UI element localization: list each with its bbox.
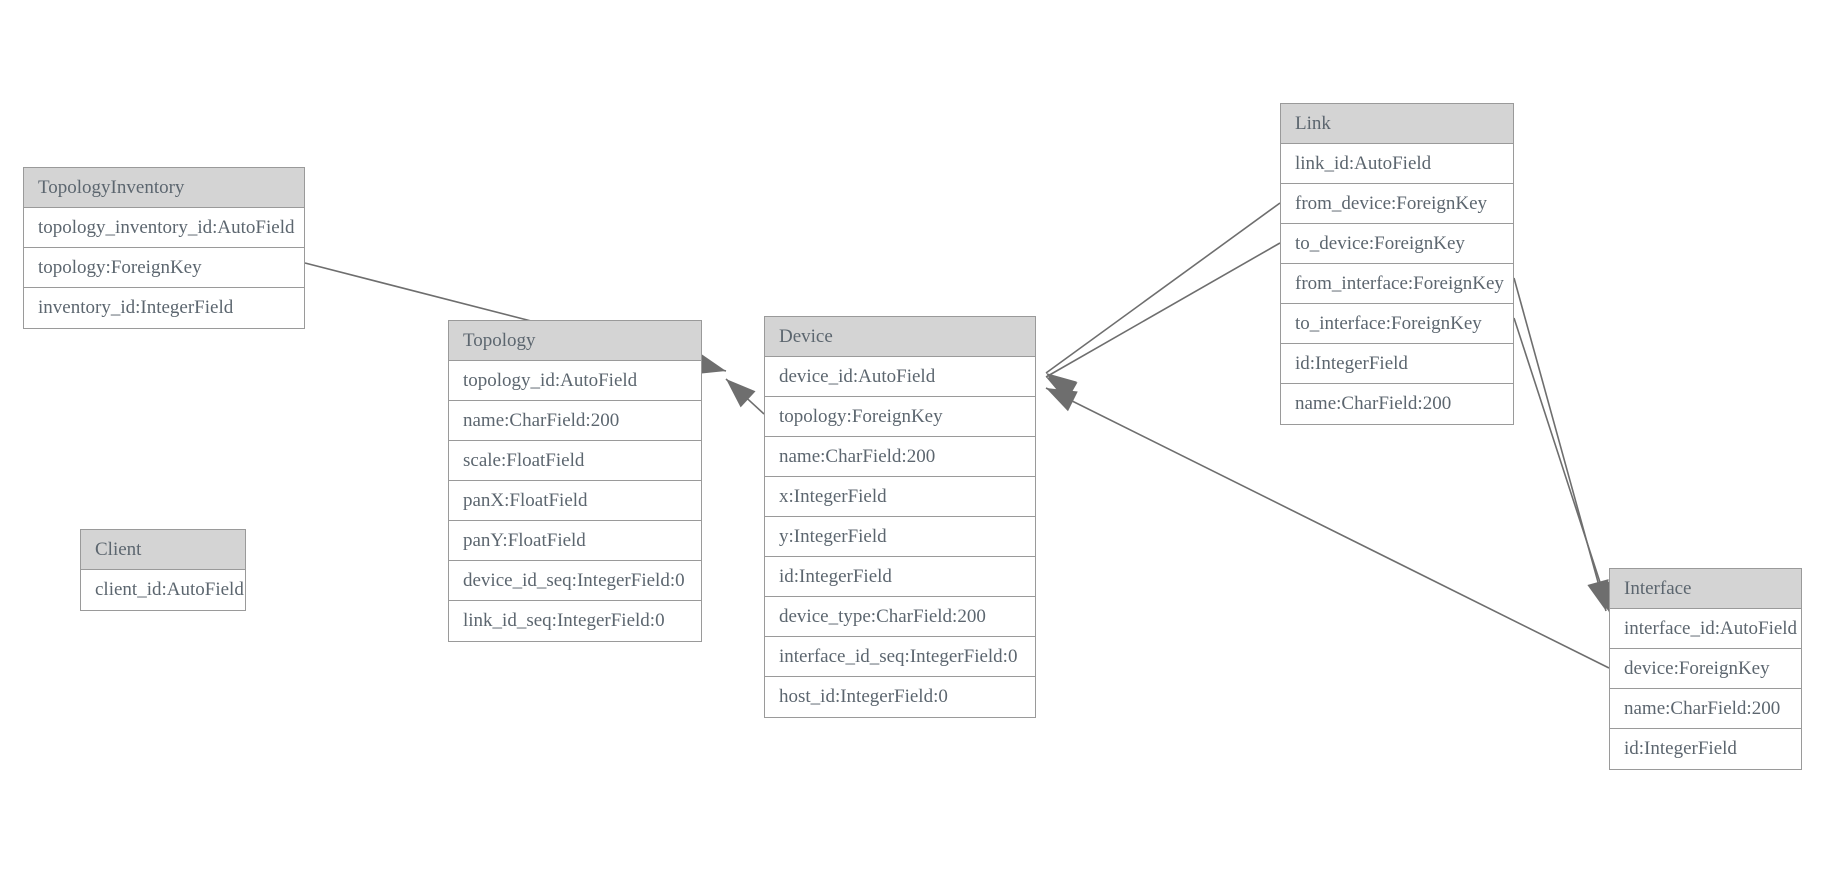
entity-field[interactable]: name:CharField:200 [765,437,1035,477]
relationship-line [1513,277,1607,612]
entity-field[interactable]: host_id:IntegerField:0 [765,677,1035,717]
entity-title-topology: Topology [449,321,701,361]
relationship-line [1045,387,1610,669]
relationship-line [1045,242,1281,378]
entity-field[interactable]: topology:ForeignKey [765,397,1035,437]
entity-field[interactable]: interface_id:AutoField [1610,609,1801,649]
entity-field[interactable]: link_id:AutoField [1281,144,1513,184]
relationship-line [1513,317,1611,614]
entity-field[interactable]: topology_inventory_id:AutoField [24,208,304,248]
entity-field[interactable]: name:CharField:200 [449,401,701,441]
relationship-arrowhead [1046,388,1078,412]
entity-field[interactable]: from_interface:ForeignKey [1281,264,1513,304]
entity-field[interactable]: panX:FloatField [449,481,701,521]
entity-title-link: Link [1281,104,1513,144]
entity-field[interactable]: to_interface:ForeignKey [1281,304,1513,344]
relationship-arrowhead [1046,377,1078,402]
entity-field[interactable]: panY:FloatField [449,521,701,561]
entity-field[interactable]: link_id_seq:IntegerField:0 [449,601,701,641]
entity-title-topology_inventory: TopologyInventory [24,168,304,208]
entity-title-client: Client [81,530,245,570]
entity-field[interactable]: to_device:ForeignKey [1281,224,1513,264]
entity-field[interactable]: device:ForeignKey [1610,649,1801,689]
relationship-arrowhead [726,379,756,408]
entity-field[interactable]: name:CharField:200 [1610,689,1801,729]
relationship-device-topology [725,378,765,415]
relationship-line [725,378,765,415]
entity-field[interactable]: id:IntegerField [765,557,1035,597]
relationship-link-from_interface-interface [1513,277,1609,612]
entity-field[interactable]: from_device:ForeignKey [1281,184,1513,224]
entity-field[interactable]: id:IntegerField [1281,344,1513,384]
entity-field[interactable]: scale:FloatField [449,441,701,481]
entity-field[interactable]: device_id:AutoField [765,357,1035,397]
entity-field[interactable]: topology_id:AutoField [449,361,701,401]
entity-title-interface: Interface [1610,569,1801,609]
entity-field[interactable]: y:IntegerField [765,517,1035,557]
entity-field[interactable]: interface_id_seq:IntegerField:0 [765,637,1035,677]
entity-field[interactable]: id:IntegerField [1610,729,1801,769]
entity-title-device: Device [765,317,1035,357]
relationship-link-to_interface-interface [1513,317,1612,614]
entity-field[interactable]: device_type:CharField:200 [765,597,1035,637]
entity-field[interactable]: x:IntegerField [765,477,1035,517]
relationship-arrowhead [1046,373,1077,400]
entity-field[interactable]: device_id_seq:IntegerField:0 [449,561,701,601]
entity-field[interactable]: client_id:AutoField [81,570,245,610]
relationship-line [1045,202,1281,374]
relationship-link-to_device-device [1045,242,1281,402]
entity-field[interactable]: inventory_id:IntegerField [24,288,304,328]
entity-field[interactable]: name:CharField:200 [1281,384,1513,424]
relationship-link-from_device-device [1045,202,1281,400]
entity-field[interactable]: topology:ForeignKey [24,248,304,288]
